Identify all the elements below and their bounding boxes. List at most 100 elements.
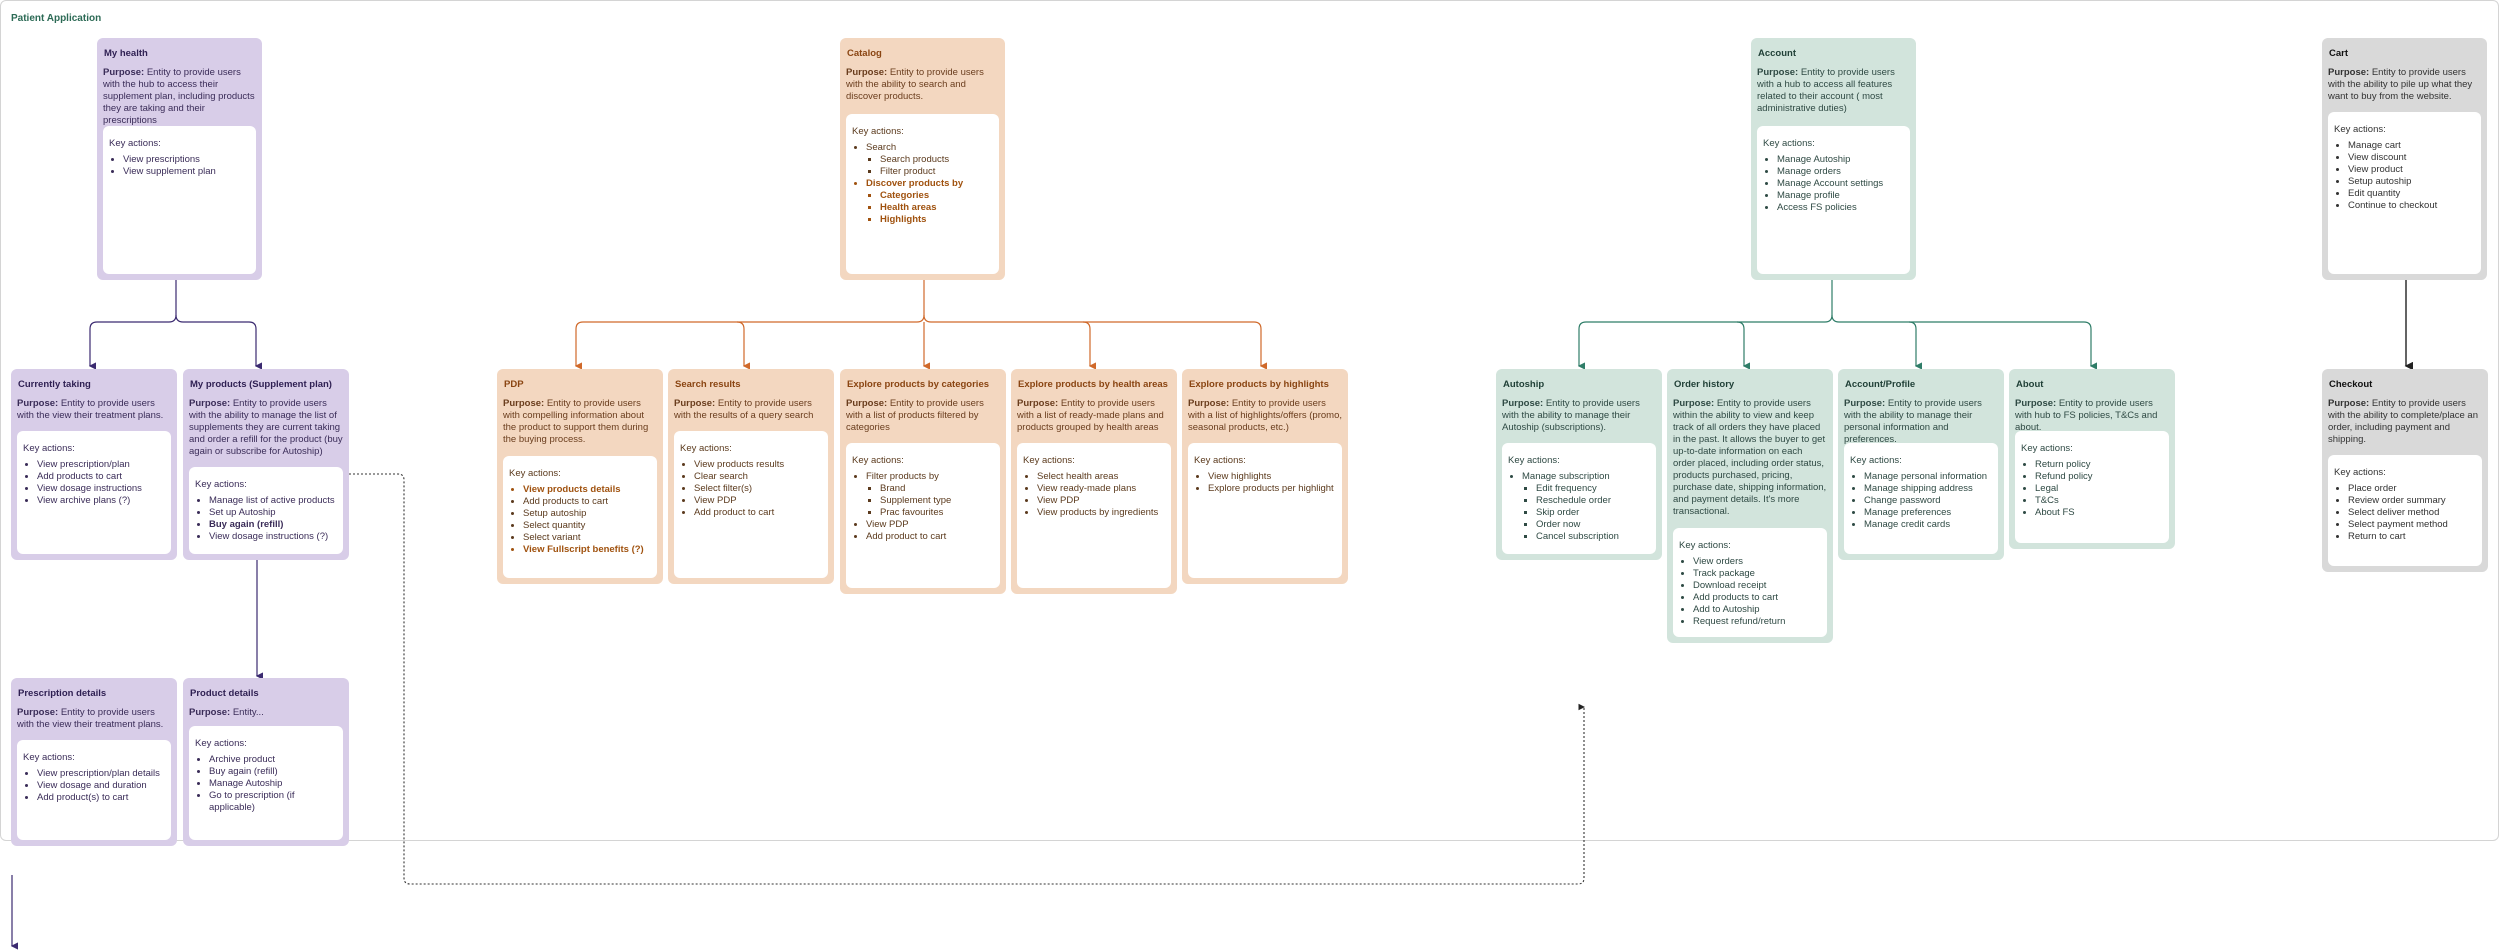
- key-actions-label: Key actions:: [109, 138, 161, 149]
- key-actions-box: Key actions: Search Search productsFilte…: [846, 114, 999, 274]
- key-actions-label: Key actions:: [852, 126, 904, 137]
- action-list: View prescriptionsView supplement plan: [109, 154, 250, 178]
- list-item: About FS: [2035, 507, 2163, 519]
- key-actions-box: Key actions: View prescription/planAdd p…: [17, 431, 171, 554]
- list-item: Buy again (refill): [209, 766, 337, 778]
- key-actions-box: Key actions: View ordersTrack packageDow…: [1673, 528, 1827, 637]
- card-title: Explore products by health areas: [1018, 379, 1168, 390]
- card-purpose: Purpose: Entity to provide users with th…: [674, 398, 814, 421]
- key-actions-box: Key actions: View products resultsClear …: [674, 431, 828, 578]
- purpose-label: Purpose:: [2328, 67, 2370, 78]
- edge-account-orderhistory: [1736, 321, 1750, 370]
- key-actions-label: Key actions:: [1508, 455, 1560, 466]
- key-actions-label: Key actions:: [1763, 138, 1815, 149]
- card-explore-health: Explore products by health areas Purpose…: [1011, 369, 1177, 594]
- key-actions-box: Key actions: Select health areasView rea…: [1017, 443, 1171, 588]
- list-item: Select health areas: [1037, 471, 1165, 483]
- list-item: View dosage instructions: [37, 483, 165, 495]
- edge-catalog-health: [923, 314, 1267, 370]
- card-purpose: Purpose: Entity to provide users with th…: [1502, 398, 1640, 433]
- list-item: Skip order: [1536, 507, 1650, 519]
- action-list: Edit frequencyReschedule orderSkip order…: [1522, 483, 1650, 543]
- card-title: Order history: [1674, 379, 1735, 390]
- action-list: Archive productBuy again (refill)Manage …: [195, 754, 337, 814]
- card-title: Cart: [2329, 48, 2349, 59]
- list-item: Manage preferences: [1864, 507, 1992, 519]
- card-purpose: Purpose: Entity to provide users with a …: [1017, 398, 1164, 433]
- action-list: Search Search productsFilter product Dis…: [852, 142, 993, 226]
- edge-catalog-pdp: [574, 314, 925, 370]
- list-item: View supplement plan: [123, 166, 250, 178]
- card-checkout: Checkout Purpose: Entity to provide user…: [2322, 369, 2488, 572]
- list-item: Categories: [880, 190, 993, 202]
- card-explore-categories: Explore products by categories Purpose: …: [840, 369, 1006, 594]
- purpose-label: Purpose:: [1502, 398, 1544, 409]
- card-order-history: Order history Purpose: Entity to provide…: [1667, 369, 1833, 643]
- card-title: Explore products by highlights: [1189, 379, 1329, 390]
- card-purpose: Purpose: Entity to provide users with hu…: [2015, 398, 2158, 433]
- card-title: Catalog: [847, 48, 882, 59]
- list-item: Select filter(s): [694, 483, 822, 495]
- list-item: View products results: [694, 459, 822, 471]
- list-item: Manage Account settings: [1777, 178, 1904, 190]
- key-actions-label: Key actions:: [509, 468, 561, 479]
- list-item: Manage personal information: [1864, 471, 1992, 483]
- list-item: Brand: [880, 483, 994, 495]
- key-actions-box: Key actions: View prescriptionsView supp…: [103, 126, 256, 274]
- list-item: Add products to cart: [37, 471, 165, 483]
- purpose-label: Purpose:: [846, 398, 888, 409]
- purpose-label: Purpose:: [1757, 67, 1799, 78]
- card-title: My health: [104, 48, 148, 59]
- list-item: View highlights: [1208, 471, 1336, 483]
- card-product-details: Product details Purpose: Entity... Key a…: [183, 678, 349, 846]
- key-actions-label: Key actions:: [23, 752, 75, 763]
- purpose-label: Purpose:: [189, 707, 231, 718]
- list-item: Prac favourites: [880, 507, 994, 519]
- key-actions-box: Key actions: Return policyRefund policyL…: [2015, 431, 2169, 543]
- card-title: Checkout: [2329, 379, 2373, 390]
- card-purpose: Purpose: Entity to provide users with a …: [1188, 398, 1343, 433]
- card-purpose: Purpose: Entity...: [189, 707, 264, 718]
- card-prescription-details: Prescription details Purpose: Entity to …: [11, 678, 177, 846]
- card-purpose: Purpose: Entity to provide users with a …: [846, 398, 984, 433]
- card-account-profile: Account/Profile Purpose: Entity to provi…: [1838, 369, 2004, 560]
- list-item: Add products to cart: [523, 496, 651, 508]
- card-search-results: Search results Purpose: Entity to provid…: [668, 369, 834, 584]
- card-title: Product details: [190, 688, 259, 699]
- card-title: PDP: [504, 379, 524, 390]
- action-list: Search productsFilter product: [866, 154, 993, 178]
- purpose-label: Purpose:: [2015, 398, 2057, 409]
- purpose-label: Purpose:: [1673, 398, 1715, 409]
- list-item: Add product to cart: [866, 531, 994, 543]
- list-item: Change password: [1864, 495, 1992, 507]
- key-actions-box: Key actions: View products detailsAdd pr…: [503, 456, 657, 578]
- key-actions-label: Key actions:: [2334, 124, 2386, 135]
- action-list: Manage list of active productsSet up Aut…: [195, 495, 337, 543]
- list-item: View discount: [2348, 152, 2475, 164]
- action-list: Manage subscription Edit frequencyResche…: [1508, 471, 1650, 543]
- list-item: Add products to cart: [1693, 592, 1821, 604]
- list-item: View Fullscript benefits (?): [523, 544, 651, 556]
- list-item: Review order summary: [2348, 495, 2476, 507]
- card-title: My products (Supplement plan): [190, 379, 332, 390]
- card-title: Currently taking: [18, 379, 91, 390]
- purpose-label: Purpose:: [674, 398, 716, 409]
- list-item: Continue to checkout: [2348, 200, 2475, 212]
- card-title: About: [2016, 379, 2044, 390]
- list-item: Refund policy: [2035, 471, 2163, 483]
- action-list: View prescription/planAdd products to ca…: [23, 459, 165, 507]
- list-item: Supplement type: [880, 495, 994, 507]
- list-item: View products by ingredients: [1037, 507, 1165, 519]
- card-purpose: Purpose: Entity to provide users with a …: [1757, 67, 1895, 114]
- key-actions-label: Key actions:: [23, 443, 75, 454]
- key-actions-box: Key actions: Manage subscription Edit fr…: [1502, 443, 1656, 554]
- card-title: Account/Profile: [1845, 379, 1916, 390]
- card-cart: Cart Purpose: Entity to provide users wi…: [2322, 38, 2487, 280]
- key-actions-label: Key actions:: [2334, 467, 2386, 478]
- card-purpose: Purpose: Entity to provide users with th…: [17, 398, 164, 421]
- list-item: Request refund/return: [1693, 616, 1821, 628]
- purpose-label: Purpose:: [103, 67, 145, 78]
- list-item: Manage Autoship: [209, 778, 337, 790]
- list-item: Add product(s) to cart: [37, 792, 165, 804]
- purpose-label: Purpose:: [17, 707, 59, 718]
